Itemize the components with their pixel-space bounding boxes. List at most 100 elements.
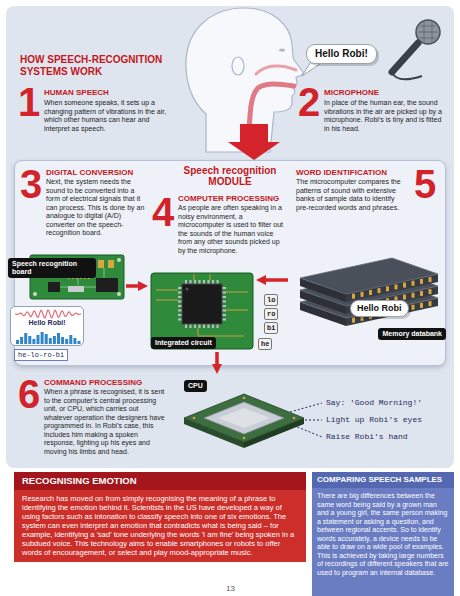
ear	[232, 57, 244, 75]
art-part	[212, 324, 214, 328]
art-part	[222, 301, 226, 303]
art-part	[53, 336, 56, 344]
art-part	[243, 437, 246, 440]
syllable-box: he-lo-ro-bi	[14, 349, 68, 361]
art-part	[20, 337, 23, 344]
syllable-tile: bi	[264, 322, 278, 334]
component-art	[11, 307, 85, 347]
step-heading: HUMAN SPEECH	[44, 88, 170, 98]
art-part	[222, 319, 226, 321]
art-part	[178, 319, 182, 321]
art-part	[352, 294, 355, 299]
step-number: 1	[18, 82, 40, 122]
art-part	[117, 258, 121, 262]
syllable-text: he-lo-ro-bi	[18, 351, 64, 359]
art-part	[212, 280, 214, 284]
page-number: 13	[226, 584, 235, 594]
step-number: 4	[152, 192, 174, 232]
art-part	[156, 274, 248, 336]
step-text: As people are often speaking in a noisy …	[178, 204, 284, 255]
art-part	[15, 310, 81, 318]
art-part	[222, 292, 226, 294]
art-part	[369, 290, 372, 295]
art-part	[361, 292, 364, 297]
art-part	[78, 341, 81, 344]
syllable-text: lo	[267, 296, 275, 304]
step-number: 5	[414, 164, 436, 204]
command-text: Say: 'Good Morning!'	[326, 398, 422, 408]
label-slot: The microcomputer compares the patterns …	[296, 178, 408, 212]
art-part	[403, 283, 406, 288]
label-slot: In place of the human ear, the sound vib…	[324, 99, 448, 133]
label-slot: As people are often speaking in a noisy …	[178, 204, 284, 255]
syllable-tile: he	[258, 338, 272, 350]
label-slot: 3	[20, 164, 42, 204]
art-part	[429, 301, 432, 306]
art-part	[222, 314, 226, 316]
speech-bubble: Hello Robi!	[306, 44, 377, 64]
art-part	[199, 324, 201, 328]
panel-heading: COMPARING SPEECH SAMPLES	[312, 472, 454, 488]
component-tag: Memory databank	[378, 328, 446, 340]
art-part	[108, 260, 114, 268]
mic-grille	[418, 22, 438, 42]
art-part	[420, 291, 423, 296]
microphone-illustration	[392, 20, 440, 79]
label-slot: Light up Robi's eyes	[326, 415, 422, 425]
mic-handle	[392, 43, 418, 72]
step-heading: COMPUTER PROCESSING	[178, 194, 288, 204]
art-part	[190, 324, 192, 328]
step-text: The microcomputer compares the patterns …	[296, 178, 408, 212]
step-text: When a phrase is recognised, it is sent …	[44, 388, 168, 456]
bubble-text: Hello Robi!	[315, 48, 368, 60]
art-part	[412, 305, 415, 310]
art-part	[24, 333, 27, 344]
art-part	[222, 287, 226, 289]
art-part	[293, 417, 296, 420]
panel-body: Research has moved on from simply recogn…	[14, 490, 306, 562]
label-slot: 4	[152, 192, 174, 232]
component-box: Integrated circuit	[148, 270, 256, 352]
waveform-box: Hello Robi!	[10, 306, 84, 346]
step-heading: DIGITAL CONVERSION	[46, 168, 156, 178]
step-number: 3	[20, 164, 42, 204]
step-heading: MICROPHONE	[324, 88, 450, 98]
art-part	[33, 292, 37, 296]
title-slot: HOW SPEECH-RECOGNITION SYSTEMS WORK	[20, 54, 180, 78]
art-part	[185, 324, 187, 328]
component-box: CPU	[178, 374, 308, 462]
flow-arrow	[126, 284, 140, 288]
art-part	[186, 288, 189, 291]
syllable-text: he	[261, 340, 269, 348]
art-part	[378, 288, 381, 293]
syllable-text: bi	[267, 324, 275, 332]
syllable-tile: ro	[264, 308, 278, 320]
art-part	[203, 324, 205, 328]
section-ground	[6, 6, 454, 468]
step-text: In place of the human ear, the sound vib…	[324, 99, 448, 133]
art-part	[300, 258, 438, 294]
art-part	[243, 397, 246, 400]
art-part	[178, 292, 182, 294]
art-part	[217, 280, 219, 284]
panel-heading: RECOGNISING EMOTION	[14, 472, 306, 490]
step-heading: COMMAND PROCESSING	[44, 378, 170, 388]
art-part	[352, 318, 355, 323]
speech-bubble: Hello Robi	[350, 300, 409, 317]
art-part	[222, 296, 226, 298]
art-part	[194, 324, 196, 328]
art-part	[190, 280, 192, 284]
module-heading: Speech recognition MODULE	[174, 165, 286, 187]
art-part	[69, 335, 72, 344]
label-slot: 6	[18, 374, 40, 414]
mic-head	[416, 20, 440, 44]
connector-group	[126, 280, 288, 366]
art-part	[429, 289, 432, 294]
art-part	[386, 286, 389, 291]
info-panel: COMPARING SPEECH SAMPLESThere are big di…	[312, 472, 454, 596]
art-part	[117, 292, 121, 296]
art-part	[57, 333, 60, 344]
art-part	[420, 279, 423, 284]
bubble-text: Hello Robi	[357, 303, 402, 314]
flow-arrow	[264, 278, 288, 282]
